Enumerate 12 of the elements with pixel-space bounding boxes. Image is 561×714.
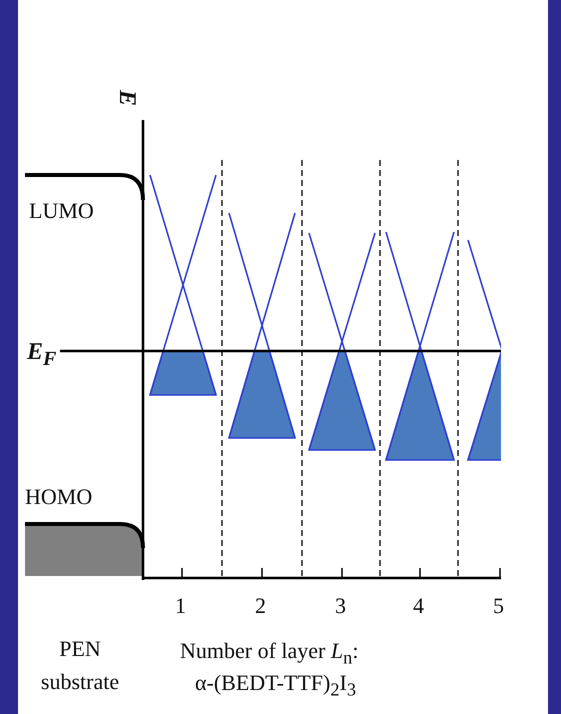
- axis-label: E: [115, 90, 139, 106]
- band-label: LUMO: [29, 200, 94, 222]
- tick-label: 4: [413, 595, 424, 617]
- tick-label: 2: [255, 595, 266, 617]
- fermi-level-label: E$_{F}$: [27, 340, 56, 369]
- substrate-label: PEN substrate: [40, 635, 120, 696]
- tick-label: 5: [493, 595, 504, 617]
- axis-title: Number of layer L$_{n}$:: [180, 640, 358, 667]
- axis-title: α-(BEDT-TTF)$_{2}$I$_{3}$: [195, 672, 356, 699]
- band-label: HOMO: [25, 486, 92, 508]
- tick-label: 3: [335, 595, 346, 617]
- tick-label: 1: [175, 595, 186, 617]
